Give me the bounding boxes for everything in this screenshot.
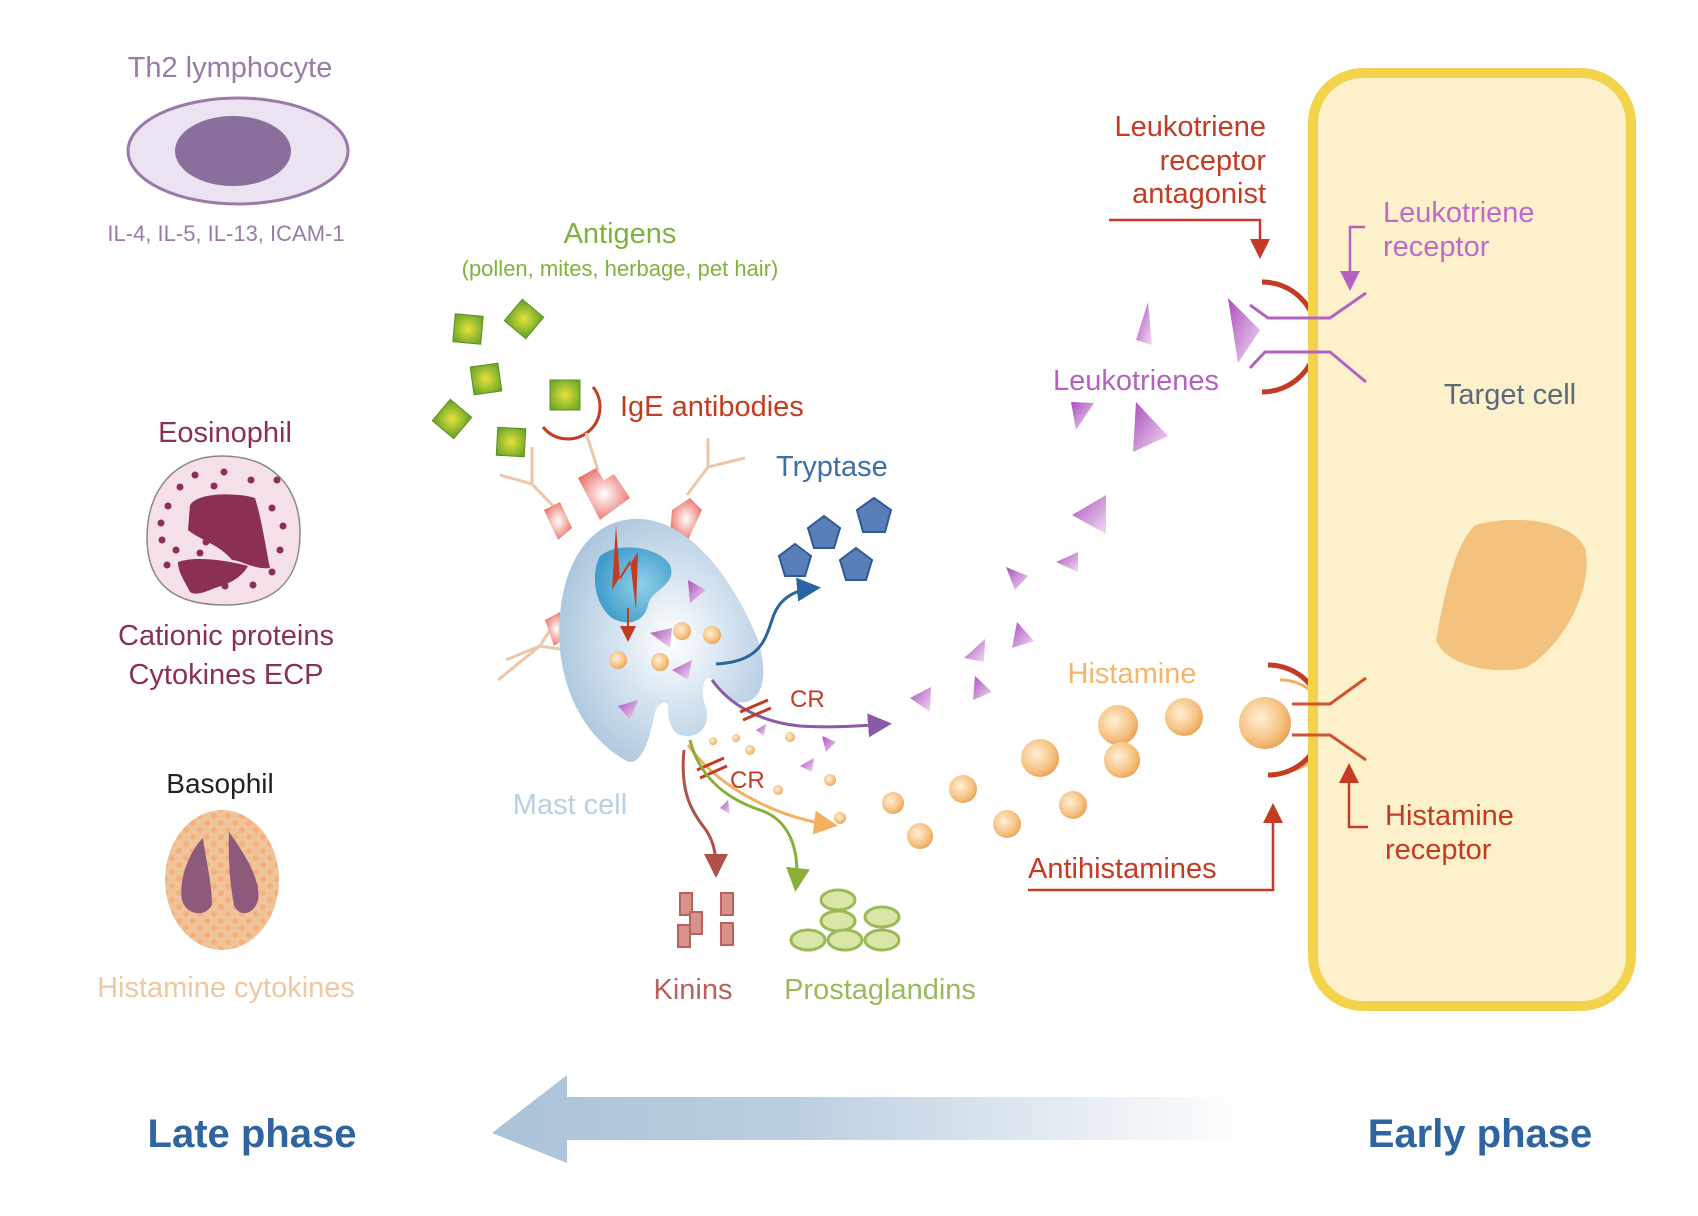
tryptase-release-arrow-icon	[715, 577, 821, 666]
mast-cell: Mast cell	[513, 518, 764, 821]
th2-label: Th2 lymphocyte	[128, 52, 333, 84]
leukotriene-receptor-label-line1: Leukotriene	[1383, 197, 1535, 229]
prostaglandins-icon	[789, 888, 901, 952]
eosinophil-products-line1: Cationic proteins	[118, 620, 334, 652]
target-cell-label: Target cell	[1444, 379, 1576, 411]
eosinophil-granules-icon	[157, 468, 287, 590]
tryptase-label: Tryptase	[776, 451, 888, 483]
basophil-nucleus-left-icon	[181, 838, 212, 914]
histamine-receptor-icon	[1292, 676, 1367, 762]
tryptase-molecules-icon	[777, 496, 893, 581]
histamine-label: Histamine	[1068, 658, 1197, 690]
kinins-icon	[677, 892, 734, 948]
late-phase-label: Late phase	[148, 1112, 357, 1156]
leukotrienes-label: Leukotrienes	[1053, 365, 1219, 397]
mast-cell-label: Mast cell	[513, 789, 627, 821]
basophil-nucleus-right-icon	[228, 832, 259, 914]
fc-receptors-icon	[544, 468, 702, 646]
histamine-release-arrow-icon	[686, 744, 838, 835]
leukotriene-release-arrow-icon	[710, 679, 892, 738]
antigen-icon	[549, 379, 581, 411]
antagonist-label-line1: Leukotriene	[1114, 111, 1266, 143]
antagonist-pointer-arrow-icon	[1109, 218, 1270, 259]
cr-block-1-icon	[739, 698, 772, 722]
cr-label-2: CR	[730, 767, 765, 794]
eosinophil: Eosinophil Cationic proteins Cytokines E…	[118, 417, 334, 691]
histamine-molecules-icon	[882, 697, 1291, 849]
target-cell-nucleus-icon	[1436, 519, 1587, 671]
antigens-examples: (pollen, mites, herbage, pet hair)	[462, 256, 779, 281]
eosinophil-nucleus-lobe-icon	[178, 559, 248, 594]
ige-binding-arc-icon	[541, 386, 602, 441]
mast-cell-histamine-granules-icon	[609, 622, 721, 671]
prostaglandins-label: Prostaglandins	[784, 974, 976, 1006]
released-leukotriene-small-icon	[720, 724, 836, 814]
basophil-products: Histamine cytokines	[97, 972, 355, 1004]
antigen-icon	[503, 298, 545, 340]
antigen-icon	[469, 362, 503, 396]
antagonist-label-line2: receptor	[1160, 145, 1267, 177]
antigen-icon	[495, 426, 527, 458]
released-histamine-small-icon	[709, 732, 846, 824]
ige-label: IgE antibodies	[620, 391, 804, 423]
histamine-receptor-label-line1: Histamine	[1385, 800, 1514, 832]
kinins-label: Kinins	[654, 974, 733, 1006]
antihistamines-label: Antihistamines	[1028, 853, 1217, 885]
basophil-cell-icon	[165, 810, 279, 950]
kinins-release-arrow-icon	[681, 749, 728, 878]
antagonist-label-line3: antagonist	[1132, 178, 1266, 210]
prostaglandins-release-arrow-icon	[688, 739, 810, 892]
eosinophil-nucleus-icon	[188, 494, 270, 569]
histamine-receptor-label-line2: receptor	[1385, 834, 1492, 866]
antihistamines-pointer-arrow-icon	[1028, 803, 1283, 892]
early-phase-label: Early phase	[1368, 1112, 1593, 1156]
antigen-icon	[431, 398, 473, 440]
th2-products: IL-4, IL-5, IL-13, ICAM-1	[107, 221, 344, 246]
eosinophil-products-line2: Cytokines ECP	[128, 659, 323, 691]
leukotriene-molecules-icon	[910, 298, 1260, 712]
eosinophil-label: Eosinophil	[158, 417, 292, 449]
leukotriene-receptor-pointer-icon	[1340, 225, 1365, 291]
th2-nucleus-icon	[175, 116, 291, 186]
phase-direction-arrow-icon	[492, 1075, 1250, 1163]
antigen-icon	[452, 313, 484, 345]
mast-cell-leukotriene-granules-icon	[618, 580, 706, 720]
leukotriene-receptor-membrane-icon	[1300, 291, 1367, 384]
basophil: Basophil Histamine cytokines	[97, 768, 355, 1004]
basophil-label: Basophil	[166, 768, 273, 799]
cr-label-1: CR	[790, 686, 825, 713]
antigen-particles	[431, 298, 581, 458]
histamine-receptor-pointer-icon	[1339, 763, 1368, 829]
th2-lymphocyte: Th2 lymphocyte IL-4, IL-5, IL-13, ICAM-1	[107, 52, 350, 246]
antigens-label: Antigens	[564, 218, 677, 250]
leukotriene-receptor-label-line2: receptor	[1383, 231, 1490, 263]
activation-lightning-icon	[612, 525, 638, 610]
